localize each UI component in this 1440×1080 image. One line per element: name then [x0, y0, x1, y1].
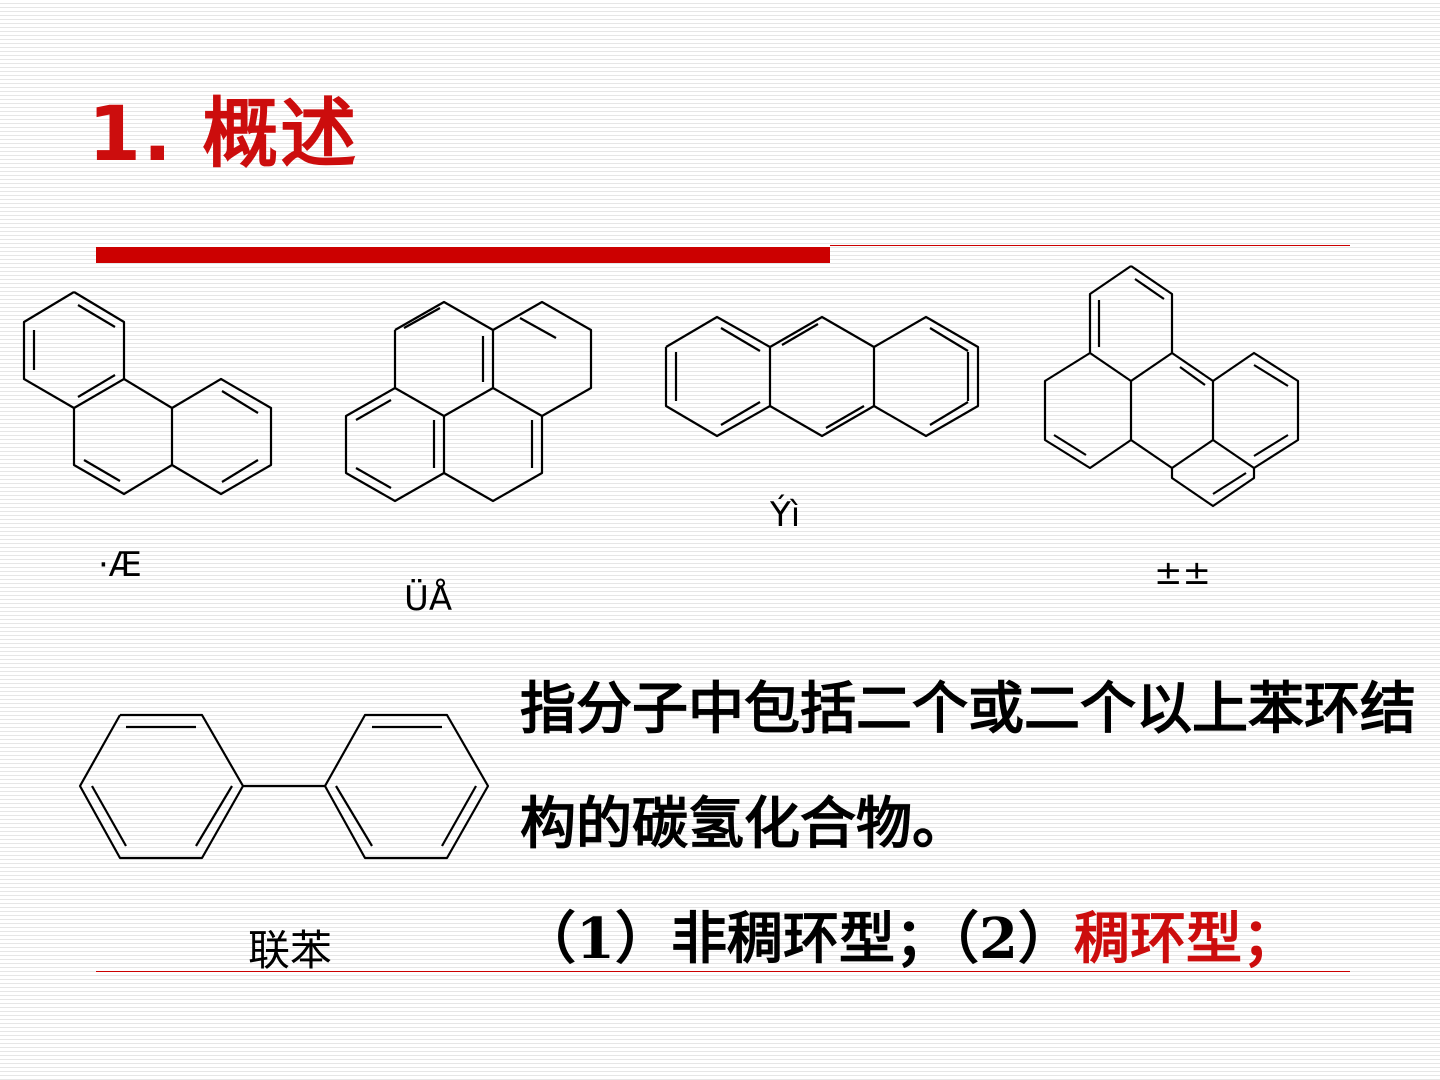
- body-text: 指分子中包括二个或二个以上苯环结构的碳氢化合物。 （1）非稠环型；（2）稠环型；: [520, 652, 1430, 997]
- definition-text: 指分子中包括二个或二个以上苯环结构的碳氢化合物。: [520, 676, 1416, 857]
- types-fused-ring: 稠环型；: [1073, 906, 1298, 972]
- title-underline-thick: [96, 247, 830, 263]
- bottom-divider: [96, 971, 1350, 972]
- biphenyl-label: 联苯: [248, 926, 333, 975]
- perylene-label: ±±: [1154, 553, 1211, 593]
- types-line: （1）非稠环型；（2）稠环型；: [520, 882, 1430, 997]
- phenanthrene-label: ·Æ: [98, 545, 142, 585]
- pyrene-label: ÜÅ: [404, 579, 453, 619]
- types-prefix: （1）非稠环型；（2）: [520, 906, 1074, 972]
- page-title: 1. 概述: [88, 89, 359, 178]
- anthracene-label: Ýì: [770, 495, 801, 535]
- title-underline-thin: [830, 245, 1350, 246]
